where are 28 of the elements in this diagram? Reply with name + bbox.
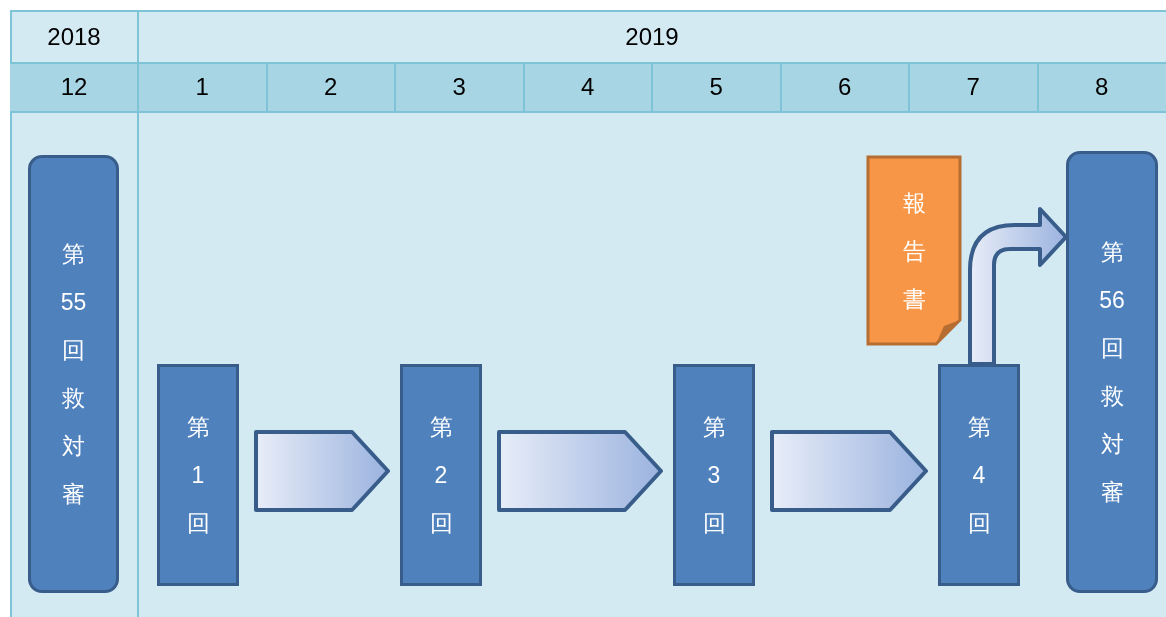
vertical-label: 第55回救対審: [59, 240, 88, 509]
header-cell-text: 7: [966, 72, 980, 102]
header-cell-text: 3: [452, 72, 466, 102]
vertical-label: 第56回救対審: [1098, 238, 1126, 507]
report-document: [866, 155, 962, 346]
header-cell-text: 2019: [625, 22, 679, 52]
session-box: [157, 364, 239, 586]
session-box: [938, 364, 1020, 586]
header-cell-text: 2: [324, 72, 338, 102]
vertical-label: 第2回: [428, 413, 454, 538]
session-box: [673, 364, 755, 586]
header-cell-text: 12: [60, 72, 88, 102]
block-arrow: [497, 430, 663, 512]
block-arrow: [770, 430, 928, 512]
header-cell-text: 8: [1095, 72, 1109, 102]
header-cell-text: 6: [838, 72, 852, 102]
header-cell-text: 2018: [47, 22, 101, 52]
vertical-label: 報告書: [901, 188, 927, 314]
vertical-label: 第1回: [185, 413, 211, 538]
meeting-box: [1066, 151, 1158, 593]
header-cell-text: 5: [709, 72, 723, 102]
header-cell-text: 1: [195, 72, 209, 102]
block-arrow: [968, 207, 1068, 366]
header-cell-text: 4: [581, 72, 595, 102]
meeting-box: [28, 155, 119, 593]
vertical-label: 第3回: [701, 413, 727, 538]
vertical-label: 第4回: [966, 413, 992, 538]
session-box: [400, 364, 482, 586]
